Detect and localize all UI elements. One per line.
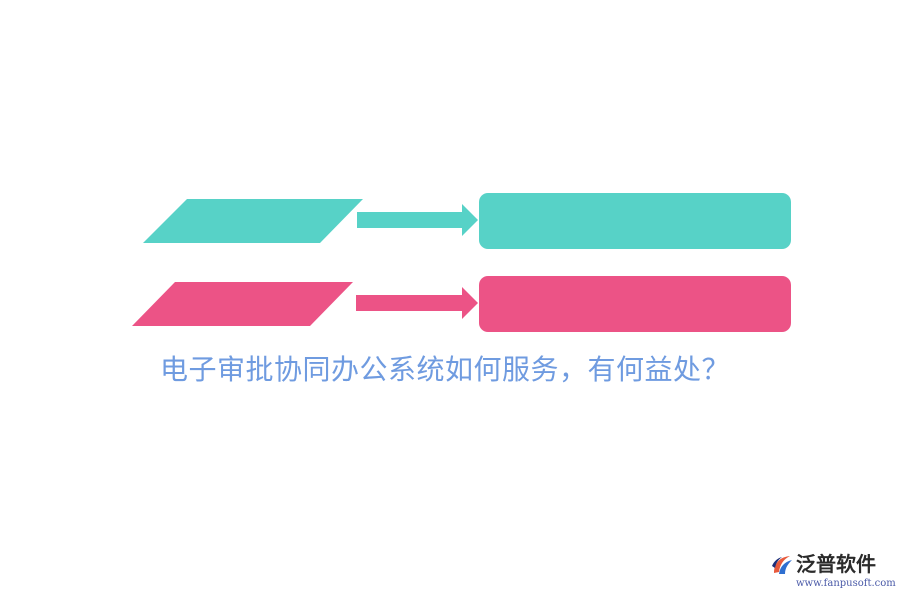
pink-row bbox=[132, 276, 791, 332]
teal-row bbox=[143, 193, 791, 249]
brand-logo[interactable]: 泛普软件 www.fanpusoft.com bbox=[770, 551, 896, 595]
fanpu-logo-icon bbox=[772, 556, 792, 574]
brand-url: www.fanpusoft.com bbox=[796, 578, 896, 589]
teal-arrow bbox=[357, 204, 478, 236]
pink-parallelogram bbox=[132, 282, 353, 326]
pink-box bbox=[479, 276, 791, 332]
pink-arrow bbox=[356, 287, 478, 319]
teal-parallelogram bbox=[143, 199, 363, 243]
teal-box bbox=[479, 193, 791, 249]
brand-name: 泛普软件 bbox=[796, 552, 876, 576]
page-title: 电子审批协同办公系统如何服务，有何益处？ bbox=[160, 353, 731, 386]
